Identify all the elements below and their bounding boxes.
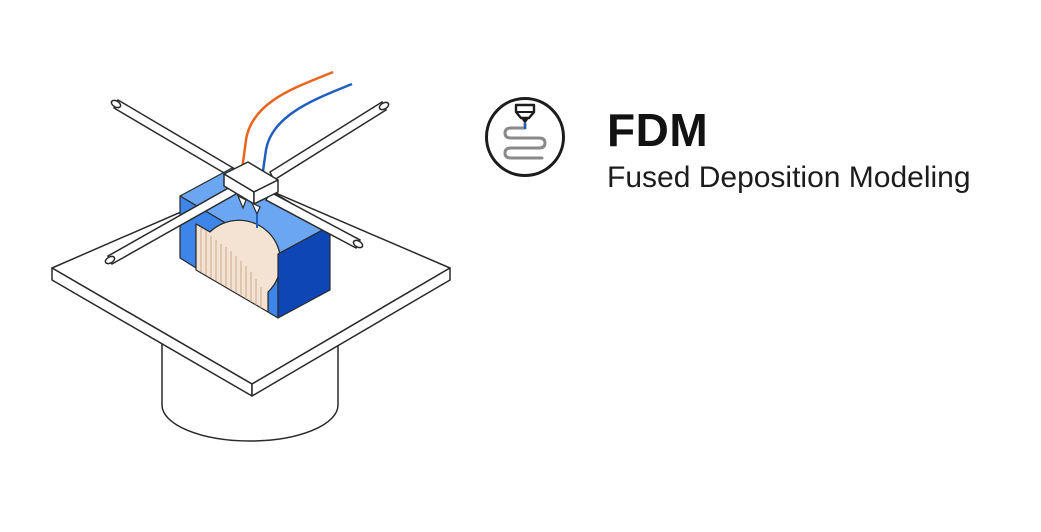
rail-right-back bbox=[269, 100, 390, 182]
page-title: FDM bbox=[607, 104, 709, 156]
filament-orange bbox=[240, 70, 334, 171]
fdm-printer-illustration bbox=[51, 70, 451, 442]
filament-blue bbox=[260, 82, 353, 179]
page-subtitle: Fused Deposition Modeling bbox=[607, 161, 971, 194]
title-block: FDM Fused Deposition Modeling bbox=[607, 104, 971, 196]
rail-left-back bbox=[110, 98, 241, 182]
infill-lines bbox=[200, 228, 262, 308]
nozzles bbox=[236, 194, 261, 216]
extruder-head bbox=[223, 161, 279, 205]
fdm-nozzle-icon bbox=[485, 97, 565, 177]
